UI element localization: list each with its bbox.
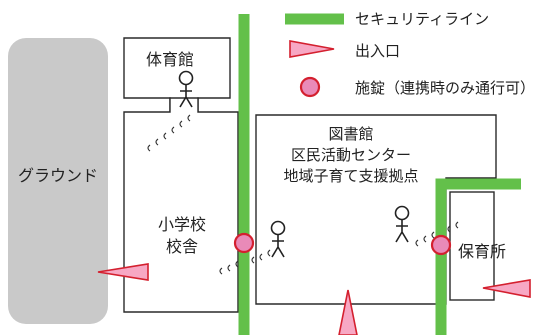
- entrance-arrow-nursery: [482, 279, 531, 298]
- childcare-support-label: 地域子育て支援拠点: [283, 167, 419, 185]
- footsteps-icon-gym: [147, 114, 191, 152]
- nursery-label: 保育所: [458, 242, 507, 261]
- elementary-school-label: 小学校: [157, 215, 206, 234]
- school-building-label: 校舎: [165, 237, 198, 256]
- footsteps-icon-nursery: [415, 221, 459, 247]
- entrance-arrow-school: [97, 263, 149, 281]
- legend-lock-label: 施錠（連携時のみ通行可）: [355, 79, 536, 97]
- school-label: 小学校 校舎: [142, 214, 222, 258]
- person-icon-gym: [178, 70, 194, 108]
- legend-security-line-label: セキュリティライン: [355, 10, 490, 28]
- library-center-label: 図書館 区民活動センター 地域子育て支援拠点: [258, 124, 444, 187]
- legend-entrance-label: 出入口: [355, 42, 401, 60]
- person-icon-school: [270, 220, 286, 258]
- school-building: [123, 97, 239, 313]
- entrance-arrow-library: [338, 289, 358, 335]
- gym-label: 体育館: [146, 50, 195, 69]
- ground-area: [8, 38, 108, 324]
- lock-point-school: [233, 232, 255, 254]
- nursery-building: [449, 191, 495, 301]
- security-line-nursery: [435, 178, 521, 335]
- footsteps-icon-school: [219, 249, 271, 275]
- community-center-label: 区民活動センター: [290, 146, 411, 164]
- person-icon-nursery: [394, 205, 410, 243]
- library-label: 図書館: [328, 125, 374, 143]
- legend-lock-icon: [299, 76, 321, 98]
- ground-label: グラウンド: [18, 166, 99, 185]
- legend-entrance-icon: [289, 40, 335, 58]
- lock-point-nursery: [430, 234, 452, 256]
